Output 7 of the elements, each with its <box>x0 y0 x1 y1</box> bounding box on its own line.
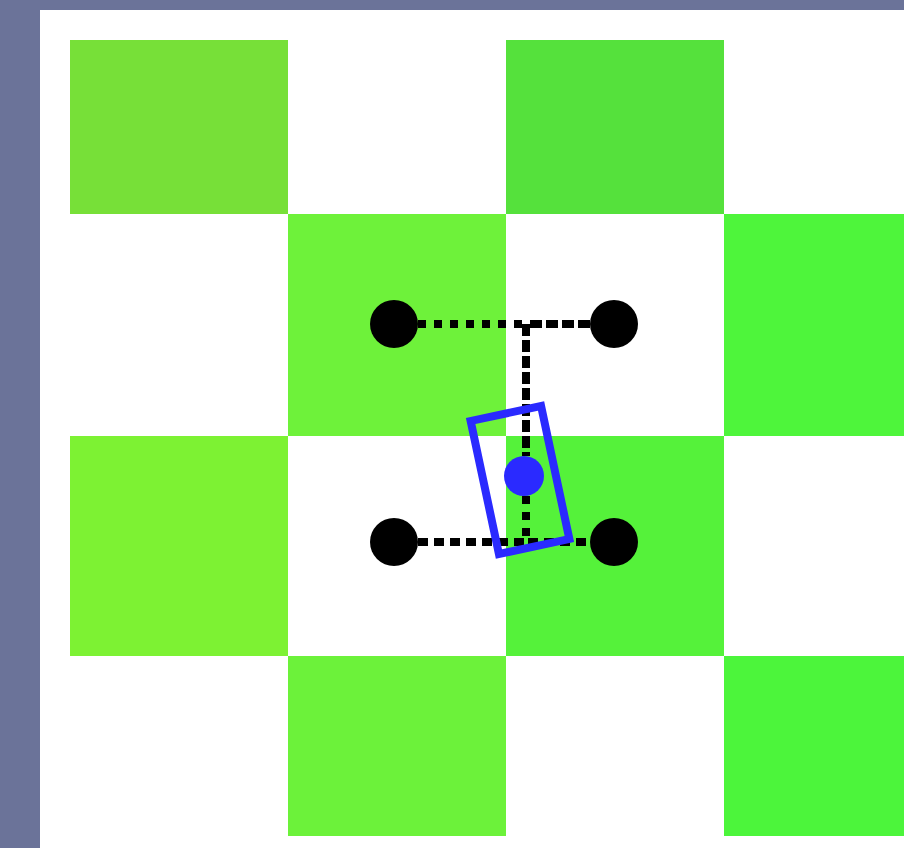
dot <box>590 518 638 566</box>
dotted-line <box>522 320 590 456</box>
dot <box>370 300 418 348</box>
dot <box>504 456 544 496</box>
dot <box>370 518 418 566</box>
dot <box>590 300 638 348</box>
dotted-line <box>418 538 590 546</box>
